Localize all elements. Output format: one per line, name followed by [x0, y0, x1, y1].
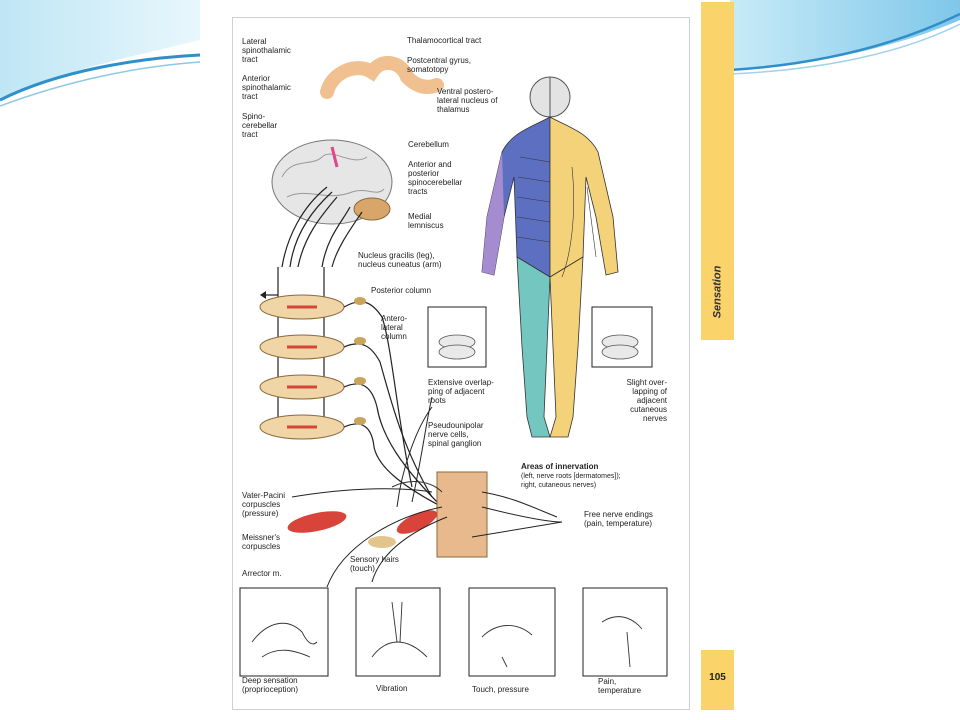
label-pseudounipolar: Pseudounipolar nerve cells, spinal gangl… [428, 421, 484, 448]
label-deep-sensation: Deep sensation (proprioception) [242, 676, 299, 694]
decorative-swoosh-left [0, 0, 200, 107]
label-touch-pressure: Touch, pressure [472, 685, 529, 694]
label-arrector: Arrector m. [242, 569, 282, 578]
label-vater-pacini: Vater-Pacini corpuscles (pressure) [242, 491, 285, 518]
chapter-tab: Sensation [701, 2, 734, 340]
meissner-corpuscle [396, 510, 438, 534]
chapter-tab-label: Sensation [711, 265, 724, 319]
label-sensory-hairs: Sensory hairs (touch) [350, 555, 399, 573]
label-pain-temperature: Pain, temperature [598, 677, 642, 695]
muscle [287, 511, 347, 533]
label-anterior-spinothalamic: Anterior spinothalamic tract [242, 74, 291, 101]
page-number-tab: 105 [701, 650, 734, 710]
label-spinocerebellar: Spino- cerebellar tract [242, 112, 278, 139]
skin-section [436, 471, 488, 558]
label-areas-detail: (left, nerve roots [dermatomes]); right,… [521, 473, 621, 489]
postcentral-gyrus-strip [320, 56, 444, 99]
label-lateral-spinothalamic: Lateral spinothalamic tract [242, 37, 291, 64]
label-thalamocortical: Thalamocortical tract [407, 36, 482, 45]
panel-vibration [355, 587, 441, 677]
label-vibration: Vibration [376, 684, 408, 693]
label-slight-overlap: Slight over- lapping of adjacent cutaneo… [626, 378, 667, 423]
cerebellum [353, 197, 391, 221]
sensory-pathway-illustration [239, 56, 668, 677]
human-figure-dermatomes [481, 76, 619, 438]
decorative-swoosh-right [730, 0, 960, 75]
panel-pain [582, 587, 668, 677]
label-meissner: Meissner's corpuscles [242, 533, 281, 551]
spinal-cord-segments [259, 294, 345, 440]
label-posterior-column: Posterior column [371, 286, 432, 295]
label-cerebellum: Cerebellum [408, 140, 449, 149]
label-ant-post-spinocerebellar: Anterior and posterior spinocerebellar t… [408, 160, 463, 196]
label-nucleus-gracilis: Nucleus gracilis (leg), nucleus cuneatus… [358, 251, 442, 269]
label-anterolateral-column: Antero- lateral column [381, 314, 408, 341]
label-free-nerve: Free nerve endings (pain, temperature) [584, 510, 653, 528]
label-extensive-overlap: Extensive overlap- ping of adjacent root… [428, 378, 494, 405]
panel-touch [468, 587, 556, 677]
label-areas-title: Areas of innervation [521, 462, 599, 471]
label-ventral-posterolateral: Ventral postero- lateral nucleus of thal… [437, 87, 498, 114]
label-medial-lemniscus: Medial lemniscus [408, 212, 444, 230]
panel-deep-sensation [239, 587, 329, 677]
label-postcentral: Postcentral gyrus, somatotopy [407, 56, 472, 74]
page-number: 105 [709, 672, 726, 683]
